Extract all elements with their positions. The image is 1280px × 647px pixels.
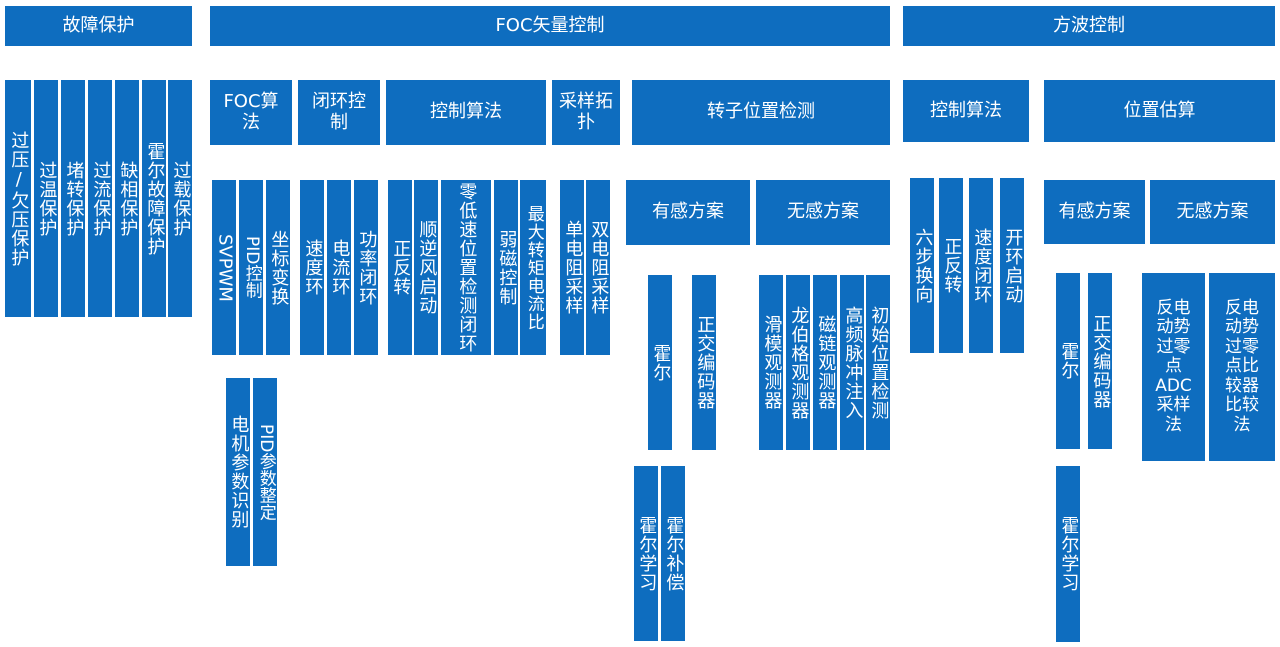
header-foc-control: FOC矢量控制 (210, 6, 890, 46)
foc-sensorless-initial-pos: 初始位置检测 (866, 275, 890, 450)
foc-algo-pid-label: PID控制 (241, 236, 262, 299)
fault-item-overload: 过载保护 (168, 80, 192, 317)
foc-hall-compensation: 霍尔补偿 (661, 466, 685, 641)
fault-item-phase-loss: 缺相保护 (115, 80, 139, 317)
foc-category-sample: 采样拓扑 (552, 80, 620, 145)
square-bemf-comparator: 反电 动势 过零 点比 较器 比较 法 (1209, 273, 1275, 461)
foc-category-algo: FOC算法 (210, 80, 292, 145)
fault-item-overvoltage: 过压/欠压保护 (5, 80, 31, 317)
bemf-adc-line: ADC (1155, 375, 1192, 396)
square-sensored-scheme: 有感方案 (1044, 180, 1145, 244)
square-category-ctrl: 控制算法 (903, 80, 1029, 142)
bemf-cmp-line: 较器 (1225, 375, 1259, 396)
foc-sensorless-flux: 磁链观测器 (813, 275, 837, 450)
foc-loop-speed: 速度环 (300, 180, 324, 355)
bemf-adc-line: 动势 (1156, 317, 1191, 338)
foc-ctrl-wind-start: 顺逆风启动 (414, 180, 438, 355)
bemf-cmp-line: 点比 (1225, 356, 1259, 377)
square-ctrl-speed-loop: 速度闭环 (969, 178, 993, 353)
fault-item-overcurrent: 过流保护 (88, 80, 112, 317)
square-ctrl-open-start: 开环启动 (1000, 178, 1024, 353)
foc-sensored-hall: 霍尔 (648, 275, 672, 450)
foc-ctrl-fwd-rev: 正反转 (388, 180, 412, 355)
foc-sensorless-hfi: 高频脉冲注入 (840, 275, 864, 450)
square-ctrl-six-step: 六步换向 (910, 178, 934, 353)
foc-algo-pid-tune: PID参数整定 (253, 378, 277, 566)
header-fault-protection: 故障保护 (5, 6, 192, 46)
foc-loop-power: 功率闭环 (354, 180, 378, 355)
foc-ctrl-mtpa: 最大转矩电流比 (520, 180, 546, 355)
foc-ctrl-field-weakening: 弱磁控制 (494, 180, 518, 355)
foc-ctrl-low-speed-pos: 零低速位置检测闭环 (441, 180, 491, 355)
square-sensored-encoder: 正交编码器 (1088, 273, 1112, 449)
header-square-wave-control: 方波控制 (903, 6, 1275, 46)
bemf-cmp-line: 反电 (1225, 297, 1259, 318)
foc-algo-param-id: 电机参数识别 (226, 378, 250, 566)
fault-item-overtemp: 过温保护 (34, 80, 58, 317)
foc-category-loop: 闭环控制 (298, 80, 380, 145)
square-sensored-hall: 霍尔 (1056, 273, 1080, 449)
bemf-adc-line: 过零 (1156, 336, 1191, 357)
square-category-pos: 位置估算 (1044, 80, 1275, 142)
foc-sensorless-luenberger: 龙伯格观测器 (786, 275, 810, 450)
square-sensorless-scheme: 无感方案 (1150, 180, 1275, 244)
foc-sensored-encoder: 正交编码器 (692, 275, 716, 450)
foc-loop-current: 电流环 (327, 180, 351, 355)
bemf-cmp-line: 比较 (1225, 395, 1259, 416)
fault-item-stall: 堵转保护 (61, 80, 85, 317)
foc-category-ctrl: 控制算法 (386, 80, 546, 145)
foc-sample-dual: 双电阻采样 (586, 180, 610, 355)
bemf-adc-line: 点 (1165, 356, 1182, 377)
bemf-adc-line: 采样 (1156, 395, 1191, 416)
bemf-adc-line: 反电 (1156, 297, 1191, 318)
foc-algo-pid: PID控制 (239, 180, 263, 355)
fault-item-hall-fault: 霍尔故障保护 (142, 80, 166, 317)
bemf-cmp-line: 动势 (1225, 317, 1259, 338)
foc-algo-coord: 坐标变换 (266, 180, 290, 355)
foc-sample-single: 单电阻采样 (560, 180, 584, 355)
bemf-cmp-line: 法 (1233, 414, 1251, 435)
bemf-adc-line: 法 (1165, 414, 1182, 435)
foc-sensorless-scheme: 无感方案 (756, 180, 890, 245)
foc-sensorless-smo: 滑模观测器 (759, 275, 783, 450)
foc-hall-learning: 霍尔学习 (634, 466, 658, 641)
foc-algo-svpwm: SVPWM (212, 180, 236, 355)
square-hall-learning: 霍尔学习 (1056, 466, 1080, 642)
square-ctrl-fwd-rev: 正反转 (939, 178, 963, 353)
bemf-cmp-line: 过零 (1225, 336, 1259, 357)
foc-sensored-scheme: 有感方案 (626, 180, 750, 245)
square-bemf-adc: 反电 动势 过零 点 ADC 采样 法 (1142, 273, 1205, 461)
foc-category-rotor: 转子位置检测 (632, 80, 890, 145)
